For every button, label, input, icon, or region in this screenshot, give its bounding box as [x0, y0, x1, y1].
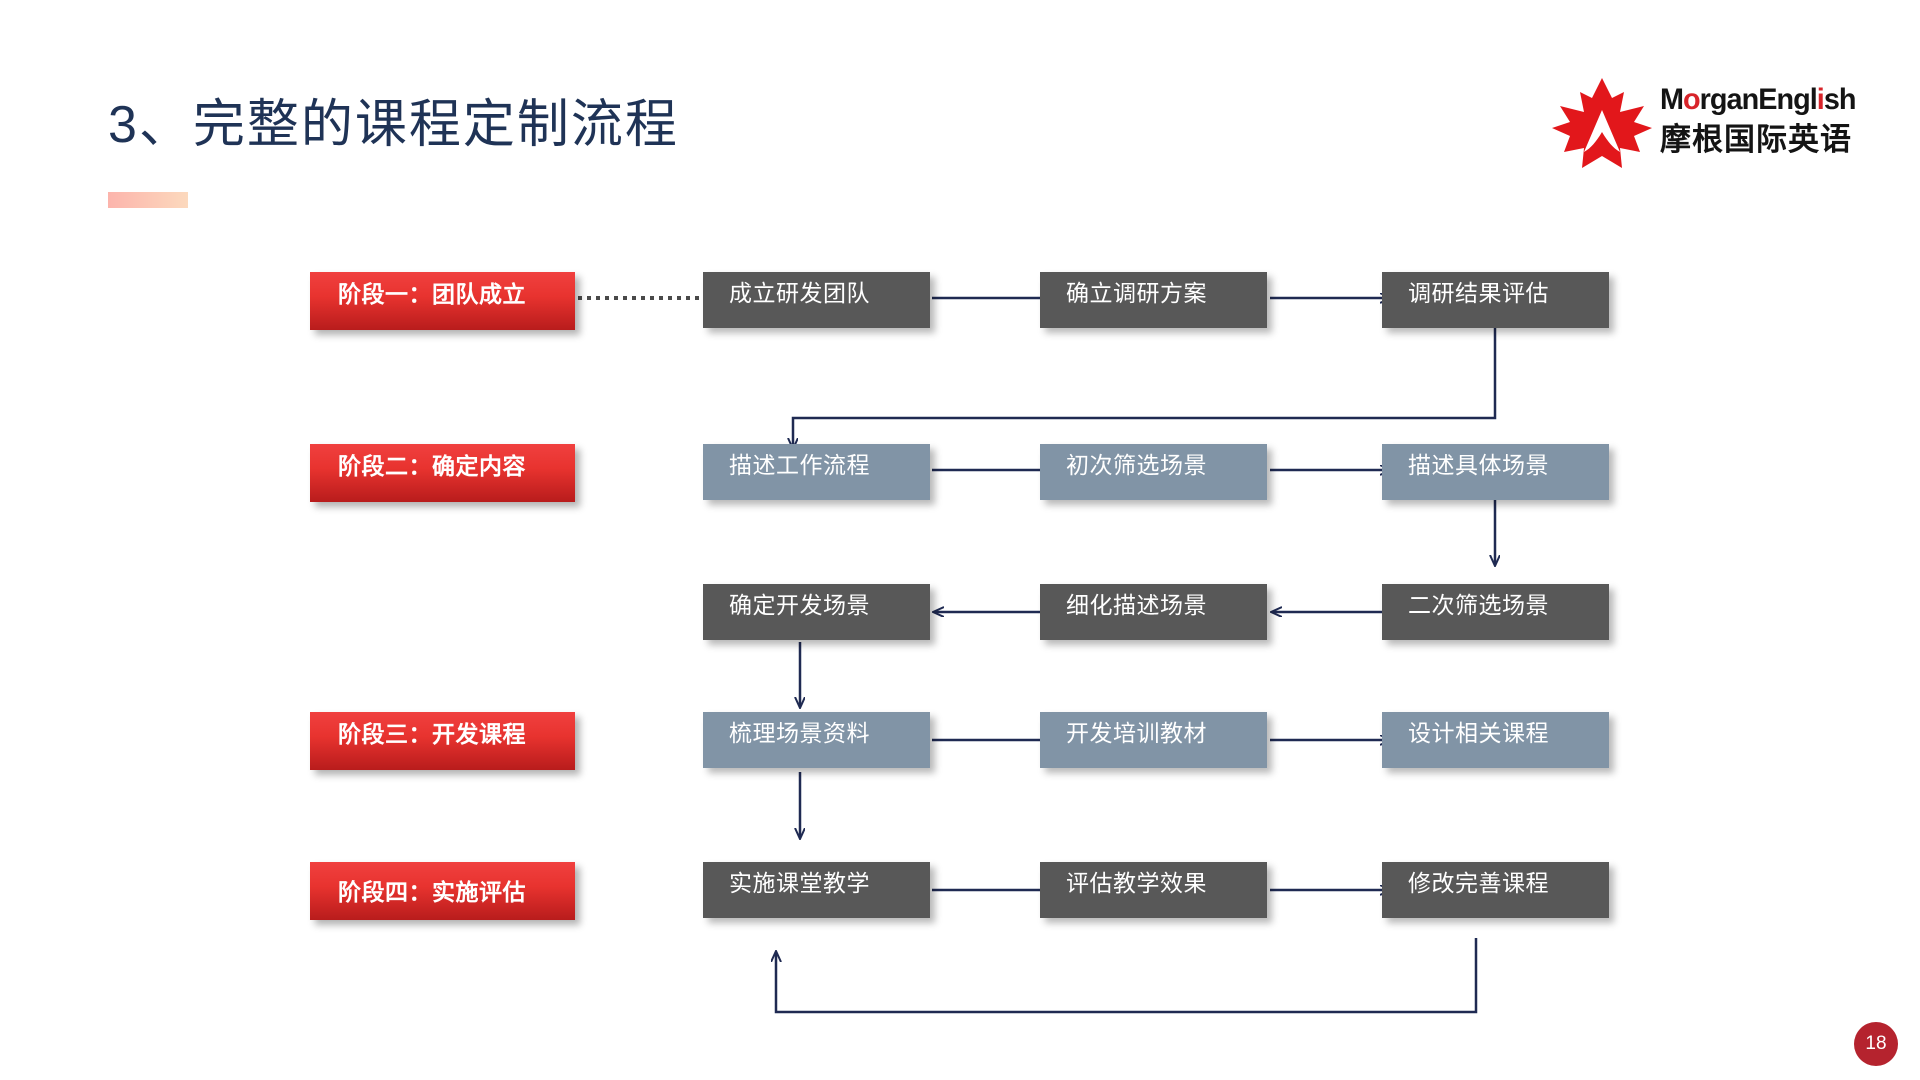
- logo-chinese-text: 摩根国际英语: [1660, 122, 1852, 157]
- maple-leaf-icon: [1550, 76, 1654, 172]
- process-box-r4c2[interactable]: 开发培训教材: [1040, 712, 1267, 768]
- process-box-r4c1[interactable]: 梳理场景资料: [703, 712, 930, 768]
- stage-label-3[interactable]: 阶段三：开发课程: [310, 712, 575, 770]
- process-box-r4c3[interactable]: 设计相关课程: [1382, 712, 1609, 768]
- page-title: 3、完整的课程定制流程: [108, 96, 679, 154]
- stage-label-1[interactable]: 阶段一：团队成立: [310, 272, 575, 330]
- page-number-badge: 18: [1854, 1022, 1898, 1066]
- process-box-r1c2[interactable]: 确立调研方案: [1040, 272, 1267, 328]
- process-box-r1c1[interactable]: 成立研发团队: [703, 272, 930, 328]
- process-box-r2c1[interactable]: 描述工作流程: [703, 444, 930, 500]
- process-box-r5c2[interactable]: 评估教学效果: [1040, 862, 1267, 918]
- process-box-r2c3[interactable]: 描述具体场景: [1382, 444, 1609, 500]
- logo-english-text: MorganEnglish: [1660, 83, 1857, 116]
- process-box-r5c3[interactable]: 修改完善课程: [1382, 862, 1609, 918]
- connector-feedback-loop: [776, 938, 1478, 1014]
- process-box-r3c1[interactable]: 确定开发场景: [703, 584, 930, 640]
- logo-wordmark: MorganEnglish 摩根国际英语: [1660, 80, 1870, 160]
- process-box-r5c1[interactable]: 实施课堂教学: [703, 862, 930, 918]
- process-box-r1c3[interactable]: 调研结果评估: [1382, 272, 1609, 328]
- stage-label-2[interactable]: 阶段二：确定内容: [310, 444, 575, 502]
- process-box-r3c2[interactable]: 细化描述场景: [1040, 584, 1267, 640]
- process-box-r3c3[interactable]: 二次筛选场景: [1382, 584, 1609, 640]
- stage-label-4[interactable]: 阶段四：实施评估: [310, 862, 575, 920]
- brand-logo: MorganEnglish 摩根国际英语: [1550, 76, 1868, 172]
- title-accent-bar: [108, 192, 188, 208]
- process-box-r2c2[interactable]: 初次筛选场景: [1040, 444, 1267, 500]
- connector-row1-to-row2: [793, 328, 1497, 448]
